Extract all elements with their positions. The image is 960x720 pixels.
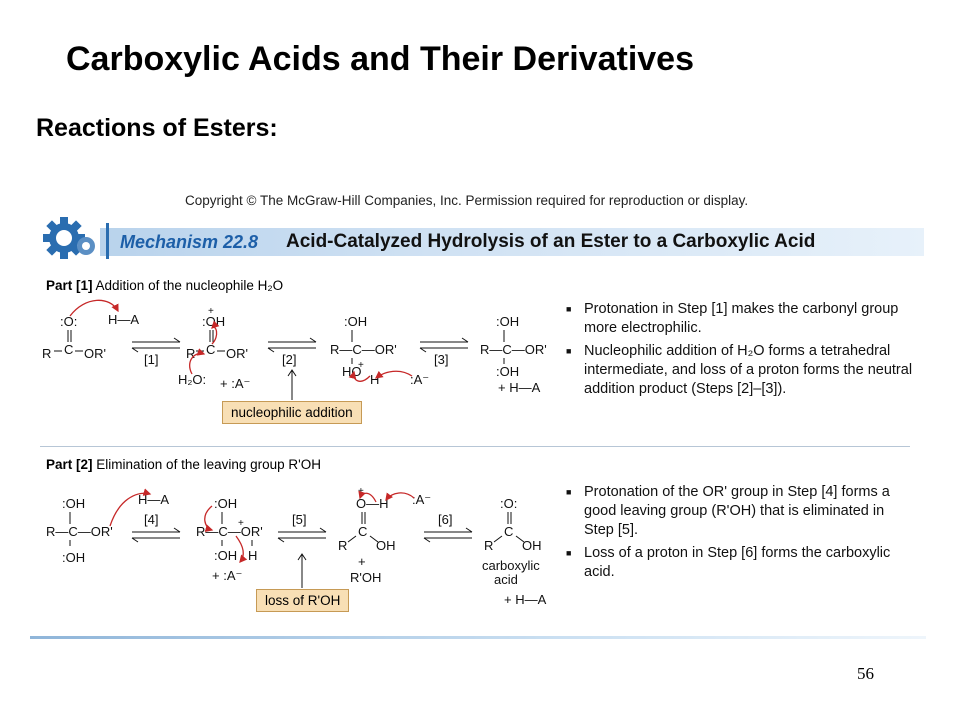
part1-bullet-2: Nucleophilic addition of H₂O forms a tet… <box>566 342 916 399</box>
step-6-label: [6] <box>438 512 452 527</box>
step-4-label: [4] <box>144 512 158 527</box>
page-number: 56 <box>857 664 874 683</box>
part2-bullets: Protonation of the OR' group in Step [4]… <box>566 483 916 586</box>
svg-text:OR': OR' <box>226 346 248 361</box>
carboxylic-acid-product: :O: C R OH carboxylic acid + H—A <box>482 496 547 607</box>
addition-product: :OH R—C—OR' :OH + H—A <box>480 314 547 395</box>
part1-bullet-1: Protonation in Step [1] makes the carbon… <box>566 300 916 338</box>
part1-heading: Part [1] Addition of the nucleophile H₂O <box>46 278 283 293</box>
step-2-label: [2] <box>282 352 296 367</box>
svg-text::OH: :OH <box>214 548 237 563</box>
svg-text:+ H—A: + H—A <box>498 380 541 395</box>
svg-text:OR': OR' <box>84 346 106 361</box>
svg-text:R—C—OR': R—C—OR' <box>46 524 113 539</box>
gear-icon <box>43 217 95 259</box>
svg-text::O:: :O: <box>500 496 517 511</box>
svg-text:R: R <box>186 346 195 361</box>
equilibrium-arrow-5: [5] <box>277 512 327 543</box>
svg-text:C: C <box>206 342 215 357</box>
svg-text:R: R <box>338 538 347 553</box>
svg-text:R'OH: R'OH <box>350 570 381 585</box>
svg-text:H: H <box>248 548 257 563</box>
svg-text:+: + <box>208 306 214 317</box>
svg-text:C: C <box>64 342 73 357</box>
svg-text:OH: OH <box>376 538 396 553</box>
svg-text:R—C—OR': R—C—OR' <box>480 342 547 357</box>
part2-heading: Part [2] Elimination of the leaving grou… <box>46 457 321 472</box>
part1-label: Part [1] <box>46 278 93 293</box>
svg-text:R—C—OR': R—C—OR' <box>330 342 397 357</box>
part-divider <box>40 446 910 447</box>
protonated-ester: + :OH C R OR' H₂O: + :A⁻ <box>178 306 250 391</box>
part1-mechanism-diagram: :O: C R OR' H—A [1] + :OH C R OR' H₂O: +… <box>42 299 547 400</box>
part2-mechanism-diagram: :OH R—C—OR' :OH H—A [4] :OH R—C—OR' + :O… <box>46 486 547 607</box>
slide-subtitle: Reactions of Esters: <box>36 114 278 142</box>
part2-text: Elimination of the leaving group R'OH <box>96 457 321 472</box>
svg-text::A⁻: :A⁻ <box>412 492 431 507</box>
mechanism-title: Acid-Catalyzed Hydrolysis of an Ester to… <box>286 231 816 252</box>
mechanism-banner: Mechanism 22.8 Acid-Catalyzed Hydrolysis… <box>40 213 924 263</box>
svg-text:+: + <box>358 554 366 569</box>
protonated-leaving-group: :OH R—C—OR' + :OH H + :A⁻ <box>196 496 263 583</box>
svg-text:+ :A⁻: + :A⁻ <box>212 568 242 583</box>
svg-text:O—H: O—H <box>356 496 389 511</box>
tetrahedral-intermediate: :OH R—C—OR' HO + H :A⁻ <box>330 314 429 387</box>
slide-title: Carboxylic Acids and Their Derivatives <box>66 40 694 78</box>
equilibrium-arrow-1: [1] <box>131 337 181 367</box>
footer-line <box>30 636 926 639</box>
svg-text:H₂O:: H₂O: <box>178 372 206 387</box>
svg-text::OH: :OH <box>214 496 237 511</box>
step-1-label: [1] <box>144 352 158 367</box>
svg-text:C: C <box>358 524 367 539</box>
svg-text:+: + <box>238 518 244 529</box>
svg-text::OH: :OH <box>62 496 85 511</box>
tetrahedral-product-start: :OH R—C—OR' :OH H—A <box>46 488 169 565</box>
svg-text::OH: :OH <box>62 550 85 565</box>
product-label-1: carboxylic <box>482 558 540 573</box>
copyright-notice: Copyright © The McGraw-Hill Companies, I… <box>185 193 749 208</box>
svg-text:R: R <box>484 538 493 553</box>
step-3-label: [3] <box>434 352 448 367</box>
step-5-label: [5] <box>292 512 306 527</box>
banner-bar <box>100 228 924 256</box>
svg-text:OH: OH <box>522 538 542 553</box>
ester-structure: :O: C R OR' H—A <box>42 299 139 361</box>
banner-divider <box>106 223 109 259</box>
svg-text:+ H—A: + H—A <box>504 592 547 607</box>
part2-bullet-1: Protonation of the OR' group in Step [4]… <box>566 483 916 540</box>
part1-text: Addition of the nucleophile H₂O <box>95 278 284 293</box>
loss-of-leaving-group-label: loss of R'OH <box>256 589 350 612</box>
svg-text::OH: :OH <box>496 364 519 379</box>
equilibrium-arrow-6: [6] <box>423 512 473 543</box>
svg-text::OH: :OH <box>496 314 519 329</box>
protonated-acid: + O—H C R OH + R'OH :A⁻ <box>338 486 431 585</box>
svg-text:+ :A⁻: + :A⁻ <box>220 376 250 391</box>
equilibrium-arrow-3: [3] <box>419 337 469 367</box>
part2-bullet-2: Loss of a proton in Step [6] forms the c… <box>566 544 916 582</box>
svg-text:+: + <box>358 360 364 371</box>
part2-label: Part [2] <box>46 457 93 472</box>
equilibrium-arrow-2: [2] <box>267 337 317 367</box>
svg-text:H: H <box>370 372 379 387</box>
svg-text::A⁻: :A⁻ <box>410 372 429 387</box>
part1-bullets: Protonation in Step [1] makes the carbon… <box>566 300 916 403</box>
svg-text:R: R <box>42 346 51 361</box>
mechanism-number: Mechanism 22.8 <box>120 232 259 252</box>
equilibrium-arrow-4: [4] <box>131 512 181 543</box>
svg-text:H—A: H—A <box>138 492 169 507</box>
svg-text::O:: :O: <box>60 314 77 329</box>
svg-text:H—A: H—A <box>108 312 139 327</box>
svg-text::OH: :OH <box>344 314 367 329</box>
nucleophilic-addition-label: nucleophilic addition <box>222 401 362 424</box>
product-label-2: acid <box>494 572 518 587</box>
svg-text:C: C <box>504 524 513 539</box>
